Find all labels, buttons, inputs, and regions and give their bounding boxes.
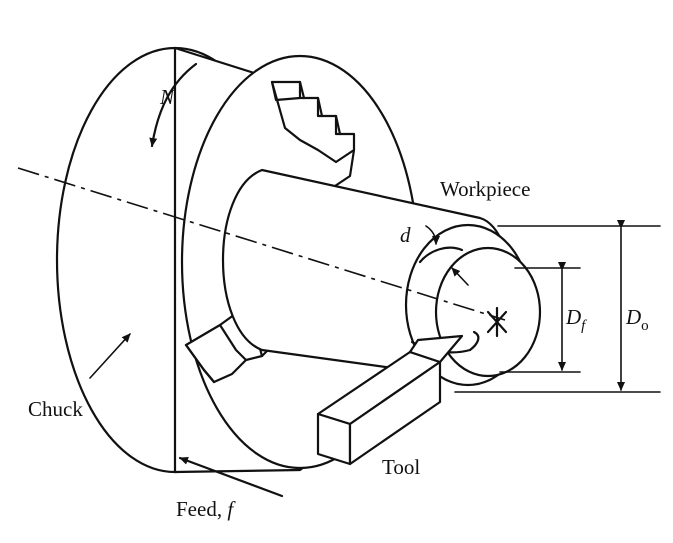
workpiece-label: Workpiece [440, 177, 530, 201]
tool-label: Tool [382, 455, 420, 479]
final-diameter-label: Df [565, 305, 587, 334]
tool-tip [408, 334, 464, 364]
upper-jaw [270, 80, 356, 190]
chuck-label: Chuck [28, 397, 83, 421]
depth-arrow-outer [425, 225, 440, 245]
chuck-leader-arrow [89, 333, 131, 379]
center-mark [486, 306, 508, 338]
rotation-arrow [149, 62, 198, 148]
feed-arrow [178, 456, 284, 498]
depth-label: d [400, 223, 411, 247]
cut-shoulder [418, 246, 464, 264]
dimension-lines [454, 220, 661, 393]
tool-side [348, 360, 442, 466]
rotation-label: N [159, 85, 175, 109]
tool-end [316, 412, 352, 466]
original-diameter-label: Do [625, 305, 649, 334]
cutting-tool [316, 334, 464, 466]
feed-label: Feed, f [176, 497, 236, 521]
spindle-axis [17, 167, 506, 321]
depth-arrow-inner [451, 267, 469, 286]
